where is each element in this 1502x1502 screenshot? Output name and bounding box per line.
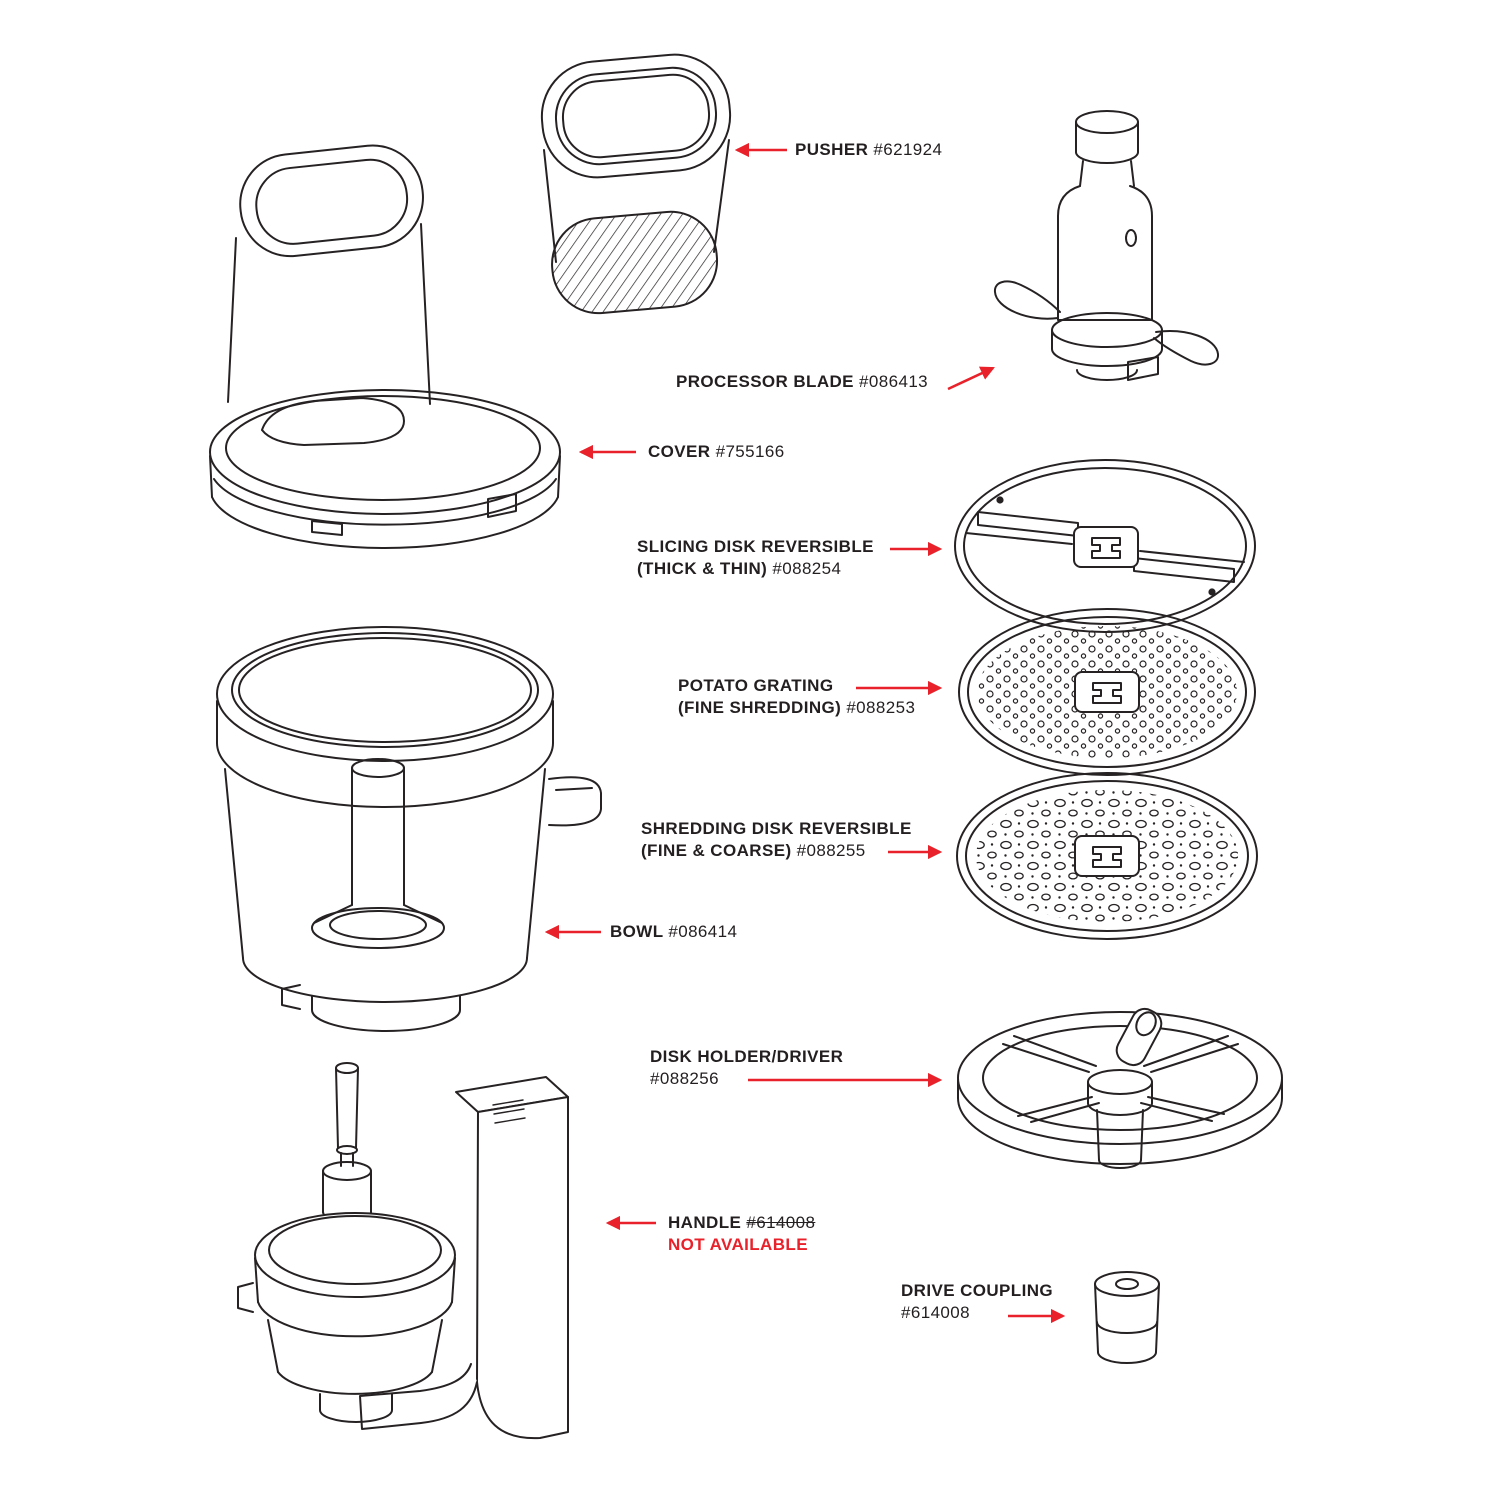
- part-number-strikethrough: #614008: [746, 1213, 816, 1232]
- shredding-disk-illustration: [956, 772, 1258, 940]
- part-name-line1: SLICING DISK REVERSIBLE: [637, 537, 874, 556]
- availability-note: NOT AVAILABLE: [668, 1235, 808, 1254]
- part-number: #088253: [846, 698, 916, 717]
- disk-holder-label: DISK HOLDER/DRIVER #088256: [650, 1046, 843, 1090]
- part-number: #614008: [901, 1303, 970, 1322]
- processor-blade-label: PROCESSOR BLADE #086413: [676, 371, 928, 393]
- part-name-line2: (FINE & COARSE): [641, 841, 792, 860]
- part-name-line1: POTATO GRATING: [678, 676, 834, 695]
- part-number: #621924: [873, 140, 943, 159]
- bowl-label: BOWL #086414: [610, 921, 737, 943]
- drive-coupling-illustration: [1094, 1271, 1160, 1364]
- cover-label: COVER #755166: [648, 441, 785, 463]
- disk-holder-illustration: [957, 1007, 1283, 1169]
- handle-label: HANDLE #614008 NOT AVAILABLE: [668, 1212, 815, 1256]
- part-number: #088255: [796, 841, 866, 860]
- handle-illustration: [237, 1062, 569, 1440]
- part-name-line1: DRIVE COUPLING: [901, 1281, 1054, 1300]
- bowl-illustration: [216, 626, 602, 1032]
- slicing-disk-label: SLICING DISK REVERSIBLE (THICK & THIN) #…: [637, 536, 874, 580]
- part-name-line1: DISK HOLDER/DRIVER: [650, 1047, 844, 1066]
- handle-switch-marks: [492, 1099, 526, 1124]
- part-name: PROCESSOR BLADE: [676, 372, 854, 391]
- part-number: #086414: [668, 922, 738, 941]
- potato-grating-label: POTATO GRATING (FINE SHREDDING) #088253: [678, 675, 915, 719]
- pusher-label: PUSHER #621924: [795, 139, 942, 161]
- part-name: BOWL: [610, 922, 664, 941]
- part-number: #088254: [772, 559, 842, 578]
- part-number: #755166: [715, 442, 785, 461]
- potato-grating-disk-illustration: [958, 608, 1256, 776]
- pusher-illustration: [540, 53, 732, 315]
- cover-illustration: [209, 144, 561, 549]
- part-name-line1: SHREDDING DISK REVERSIBLE: [641, 819, 912, 838]
- part-name: COVER: [648, 442, 711, 461]
- part-name: HANDLE: [668, 1213, 742, 1232]
- part-name-line2: (FINE SHREDDING): [678, 698, 842, 717]
- part-name-line2: (THICK & THIN): [637, 559, 768, 578]
- part-number: #088256: [650, 1069, 719, 1088]
- pointer-arrows: [544, 142, 1066, 1324]
- drive-coupling-label: DRIVE COUPLING #614008: [901, 1280, 1053, 1324]
- part-number: #086413: [859, 372, 929, 391]
- part-name: PUSHER: [795, 140, 869, 159]
- shredding-disk-label: SHREDDING DISK REVERSIBLE (FINE & COARSE…: [641, 818, 912, 862]
- processor-blade-illustration: [993, 110, 1220, 381]
- processor-blade-arrow: [947, 366, 995, 391]
- slicing-disk-illustration: [954, 459, 1256, 633]
